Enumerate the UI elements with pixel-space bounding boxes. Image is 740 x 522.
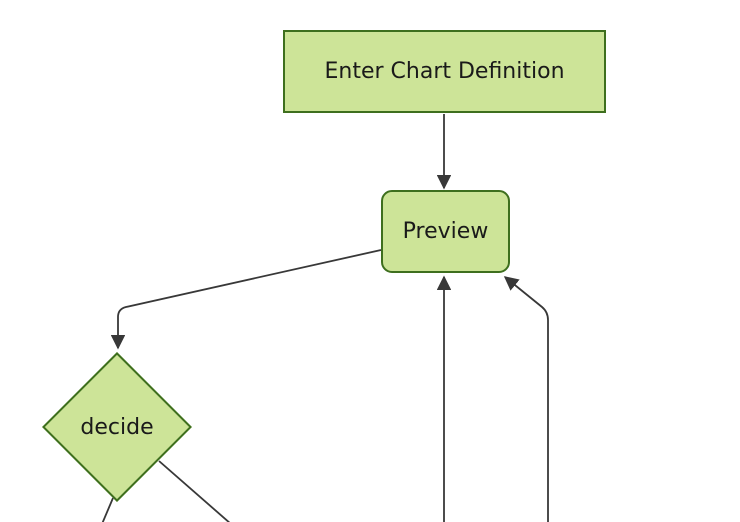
edge-decide-to-offscreen-left (101, 497, 114, 522)
node-enter-chart-definition: Enter Chart Definition (283, 30, 606, 113)
node-decide-label-container: decide (42, 351, 192, 503)
node-preview-label: Preview (402, 219, 489, 244)
edge-offscreen-to-preview-diagonal (503, 276, 549, 522)
node-preview: Preview (381, 190, 510, 273)
edge-preview-to-decide (110, 249, 382, 350)
node-enter-chart-definition-label: Enter Chart Definition (324, 59, 565, 84)
edge-decide-to-offscreen-right (158, 460, 231, 522)
node-decide-label: decide (80, 414, 154, 440)
